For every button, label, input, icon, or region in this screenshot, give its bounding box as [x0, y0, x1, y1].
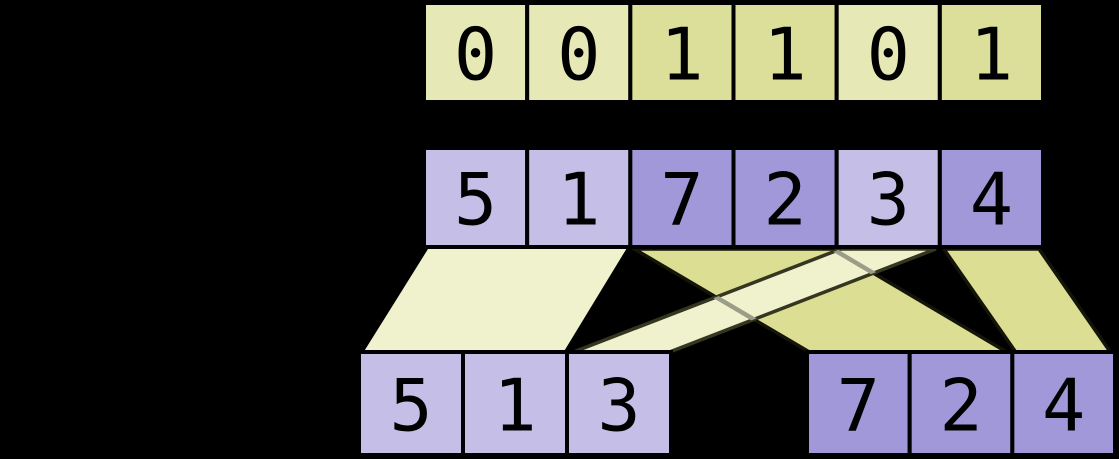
value-cell-0: [422, 146, 530, 249]
flag-cell-1: [525, 1, 633, 104]
value-digit-1: 1: [557, 158, 600, 242]
flag-digit-3: 1: [763, 13, 806, 97]
output-right-digit-2: 4: [1042, 364, 1085, 448]
value-digit-5: 4: [970, 158, 1013, 242]
flag-digit-0: 0: [454, 13, 497, 97]
value-cell-5: [937, 146, 1045, 249]
value-digit-3: 2: [763, 158, 806, 242]
flag-digit-4: 0: [867, 13, 910, 97]
flag-cell-2: [628, 1, 736, 104]
value-digit-4: 3: [867, 158, 910, 242]
output-right-cell-0: [805, 350, 912, 457]
value-cell-4: [834, 146, 942, 249]
flow-zeros-5-1-band: [363, 249, 627, 353]
output-left-cell-1: [461, 350, 569, 457]
output-right-cell-1: [907, 350, 1015, 457]
output-right-digit-0: 7: [837, 364, 880, 448]
output-left-digit-0: 5: [389, 364, 432, 448]
value-digit-0: 5: [454, 158, 497, 242]
value-digit-2: 7: [660, 158, 703, 242]
output-right-digit-1: 2: [939, 364, 982, 448]
flow-bands-layer: [363, 247, 1115, 355]
output-left-cell-2: [565, 350, 673, 457]
value-cell-3: [731, 146, 839, 249]
flag-digit-5: 1: [970, 13, 1013, 97]
output-left-digit-1: 1: [493, 364, 536, 448]
flag-cell-5: [937, 1, 1045, 104]
output-left-digit-2: 3: [597, 364, 640, 448]
flag-cell-4: [834, 1, 942, 104]
value-cell-1: [525, 146, 633, 249]
flag-digit-2: 1: [660, 13, 703, 97]
flag-cell-3: [731, 1, 839, 104]
flag-digit-1: 0: [557, 13, 600, 97]
output-right-cell-2: [1010, 350, 1118, 457]
